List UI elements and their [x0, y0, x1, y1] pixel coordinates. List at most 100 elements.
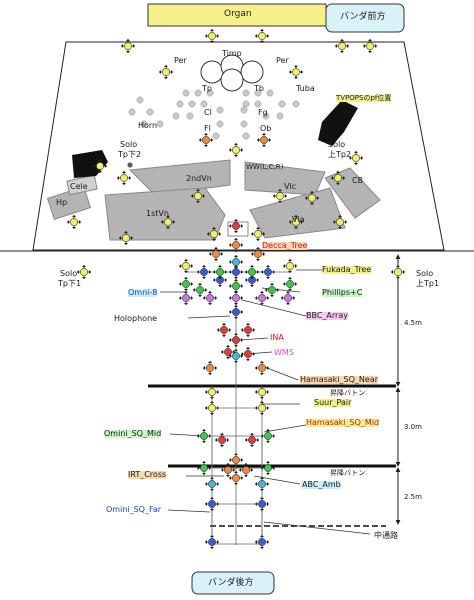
- right-piano-shape: [318, 100, 358, 146]
- microphone-marker: [93, 159, 107, 173]
- dist-3-label: 2.5m: [404, 493, 422, 501]
- microphone-marker: [251, 247, 265, 261]
- microphone-marker: [197, 429, 211, 443]
- microphone-marker: [229, 238, 243, 252]
- microphone-marker: [161, 215, 175, 229]
- second-violin-label: 2ndVn: [186, 174, 212, 183]
- microphone-marker: [245, 433, 259, 447]
- microphone-marker: [215, 433, 229, 447]
- microphone-marker: [241, 347, 255, 361]
- microphone-marker: [203, 361, 217, 375]
- rear-label: バンダ後方: [208, 578, 254, 588]
- viola-section: [249, 187, 346, 239]
- microphone-marker: [391, 265, 405, 279]
- microphone-marker: [245, 265, 259, 279]
- piano-position-label: TVPOPSのpf位置: [336, 94, 392, 102]
- microphone-marker: [255, 361, 269, 375]
- microphone-marker: [261, 461, 275, 475]
- harp-box: [46, 186, 92, 220]
- microphone-marker: [193, 283, 207, 297]
- microphone-marker: [199, 133, 213, 147]
- microphone-marker: [191, 189, 205, 203]
- microphone-marker: [255, 385, 269, 399]
- first-violin-label: 1stVn: [146, 209, 169, 218]
- microphone-marker: [229, 305, 243, 319]
- microphone-marker: [121, 39, 135, 53]
- oboe-label: Ob: [260, 124, 272, 133]
- irt-cross-label: IRT_Cross: [128, 470, 167, 479]
- microphone-marker: [213, 265, 227, 279]
- microphone-marker: [207, 227, 221, 241]
- microphone-marker: [363, 39, 377, 53]
- tuba-label: Tuba: [296, 84, 315, 93]
- celesta-box: [66, 174, 98, 196]
- microphone-marker: [221, 463, 235, 477]
- trombone-label: Tb: [254, 84, 264, 93]
- viola-label: Vla: [292, 215, 305, 224]
- microphone-marker: [179, 291, 193, 305]
- microphone-marker: [261, 429, 275, 443]
- microphone-marker: [283, 277, 297, 291]
- celesta-label: Cele: [70, 182, 88, 191]
- holophone-label: Holophone: [114, 314, 158, 323]
- timp-1: [200, 60, 224, 84]
- timp-3: [240, 60, 264, 84]
- batten-1-label: 昇降バトン: [330, 389, 366, 397]
- microphone-marker: [205, 477, 219, 491]
- seat-dots: [127, 89, 300, 168]
- microphone-marker: [77, 265, 91, 279]
- ww-mic-label: WW(L,C,R): [246, 163, 284, 171]
- solo-right-sub-label: 上Tp2: [328, 150, 352, 159]
- microphone-marker: [251, 227, 265, 241]
- front-label-box: [325, 3, 405, 33]
- microphone-marker: [205, 535, 219, 549]
- decca-tree-label: Decca_Tree: [262, 241, 308, 250]
- microphone-marker: [217, 323, 231, 337]
- hamasaki-near-label: Hamasaki_SQ_Near: [300, 375, 379, 384]
- microphone-marker: [179, 277, 193, 291]
- microphone-marker: [205, 401, 219, 415]
- microphone-marker: [221, 345, 235, 359]
- microphone-marker: [255, 497, 269, 511]
- flute-label: Fl: [204, 124, 211, 133]
- percussion-right-label: Per: [276, 56, 289, 65]
- bassoon-label: Fg: [258, 108, 268, 117]
- microphone-marker: [273, 189, 287, 203]
- microphone-marker: [229, 349, 243, 363]
- microphone-marker: [255, 535, 269, 549]
- microphone-marker: [205, 385, 219, 399]
- ina-label: INA: [270, 333, 284, 342]
- microphone-marker: [197, 265, 211, 279]
- microphone-marker: [229, 265, 243, 279]
- dist-1-label: 4.5m: [404, 319, 422, 327]
- organ-label: Organ: [224, 9, 252, 19]
- microphone-marker: [239, 463, 253, 477]
- microphone-marker: [229, 453, 243, 467]
- microphone-marker: [255, 401, 269, 415]
- microphone-marker: [257, 133, 271, 147]
- front-label: バンダ前方: [340, 12, 386, 22]
- microphone-marker: [229, 471, 243, 485]
- hamasaki-mid-label: Hamasaki_SQ_Mid: [306, 418, 380, 427]
- horn-label: Horn: [138, 121, 158, 130]
- microphone-marker: [349, 151, 363, 165]
- microphone-marker: [335, 39, 349, 53]
- first-violin-section: [104, 187, 226, 241]
- suur-pair-label: Suur_Pair: [314, 398, 352, 407]
- wms-label: WMS: [274, 348, 294, 357]
- microphone-marker: [255, 291, 269, 305]
- microphone-marker: [283, 259, 297, 273]
- microphone-marker: [179, 259, 193, 273]
- microphone-marker: [255, 477, 269, 491]
- microphone-marker: [159, 65, 173, 79]
- bbc-array-label: BBC_Array: [306, 311, 348, 320]
- second-violin-section: [128, 159, 231, 196]
- microphone-marker: [205, 497, 219, 511]
- solo-right-label: Solo: [328, 140, 346, 149]
- microphone-marker: [331, 171, 345, 185]
- microphone-marker: [255, 29, 269, 43]
- far-square: [211, 503, 263, 545]
- solo-tp1-right-label: Solo: [416, 269, 434, 278]
- solo-tp1-left-label: Solo: [60, 269, 78, 278]
